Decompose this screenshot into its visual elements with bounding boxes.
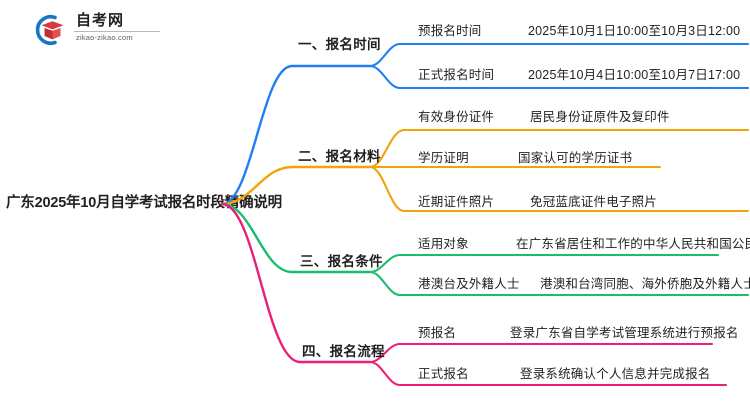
- branch-label-3[interactable]: 三、报名条件: [300, 254, 383, 269]
- branch-1-trunk: [220, 64, 372, 206]
- site-logo: 自考网 zikao-zikao.com: [28, 11, 160, 49]
- leaf-key: 港澳台及外籍人士: [418, 277, 520, 291]
- leaf-key: 正式报名时间: [418, 68, 495, 82]
- branch-label-1[interactable]: 一、报名时间: [298, 37, 381, 52]
- leaf-row[interactable]: 适用对象 在广东省居住和工作的中华人民共和国公民: [418, 233, 750, 251]
- leaf-key: 适用对象: [418, 237, 469, 251]
- leaf-key: 预报名时间: [418, 24, 482, 38]
- leaf-value: 2025年10月4日10:00至10月7日17:00: [528, 68, 741, 82]
- branch-3-trunk: [220, 202, 372, 274]
- leaf-key: 正式报名: [418, 367, 469, 381]
- leaf-value: 2025年10月1日10:00至10月3日12:00: [528, 24, 741, 38]
- leaf-key: 有效身份证件: [418, 110, 495, 124]
- branch-label-2[interactable]: 二、报名材料: [298, 149, 381, 164]
- branch-2-leaf-1-wire: [368, 128, 750, 169]
- logo-subtitle: zikao-zikao.com: [76, 33, 133, 42]
- leaf-row[interactable]: 预报名 登录广东省自学考试管理系统进行预报名: [418, 322, 748, 340]
- leaf-key: 学历证明: [418, 151, 469, 165]
- leaf-row[interactable]: 近期证件照片 免冠蓝底证件电子照片: [418, 191, 748, 209]
- branch-4-trunk: [220, 202, 372, 364]
- leaf-row[interactable]: 有效身份证件 居民身份证原件及复印件: [418, 106, 748, 124]
- leaf-value: 在广东省居住和工作的中华人民共和国公民: [516, 237, 750, 251]
- logo-divider: [74, 31, 160, 32]
- branch-2-trunk: [220, 165, 372, 206]
- branch-1-leaf-2-wire: [368, 64, 750, 90]
- leaf-value: 登录广东省自学考试管理系统进行预报名: [510, 326, 739, 340]
- branch-2-leaf-3-wire: [368, 165, 750, 213]
- leaf-value: 免冠蓝底证件电子照片: [530, 195, 658, 209]
- logo-title: 自考网: [76, 12, 125, 29]
- branch-1-leaf-1-wire: [368, 42, 750, 68]
- leaf-key: 预报名: [418, 326, 457, 340]
- leaf-row[interactable]: 港澳台及外籍人士 港澳和台湾同胞、海外侨胞及外籍人士: [418, 273, 750, 291]
- leaf-row[interactable]: 学历证明 国家认可的学历证书: [418, 147, 748, 165]
- leaf-value: 国家认可的学历证书: [518, 151, 633, 165]
- branch-3-leaf-2-wire: [368, 270, 750, 297]
- page-title: 广东2025年10月自学考试报名时段精确说明: [6, 195, 282, 211]
- leaf-value: 居民身份证原件及复印件: [530, 110, 670, 124]
- branch-label-4[interactable]: 四、报名流程: [302, 344, 385, 359]
- leaf-value: 港澳和台湾同胞、海外侨胞及外籍人士: [540, 277, 750, 291]
- leaf-key: 近期证件照片: [418, 195, 495, 209]
- leaf-row[interactable]: 正式报名时间 2025年10月4日10:00至10月7日17:00: [418, 64, 748, 82]
- branch-4-leaf-1-wire: [368, 342, 714, 364]
- branch-4-leaf-2-wire: [368, 360, 728, 387]
- graduation-cap-circle-logo-icon: [35, 15, 64, 45]
- leaf-value: 登录系统确认个人信息并完成报名: [520, 367, 711, 381]
- leaf-row[interactable]: 正式报名 登录系统确认个人信息并完成报名: [418, 363, 748, 381]
- branch-3-leaf-1-wire: [368, 253, 720, 274]
- leaf-row[interactable]: 预报名时间 2025年10月1日10:00至10月3日12:00: [418, 20, 748, 38]
